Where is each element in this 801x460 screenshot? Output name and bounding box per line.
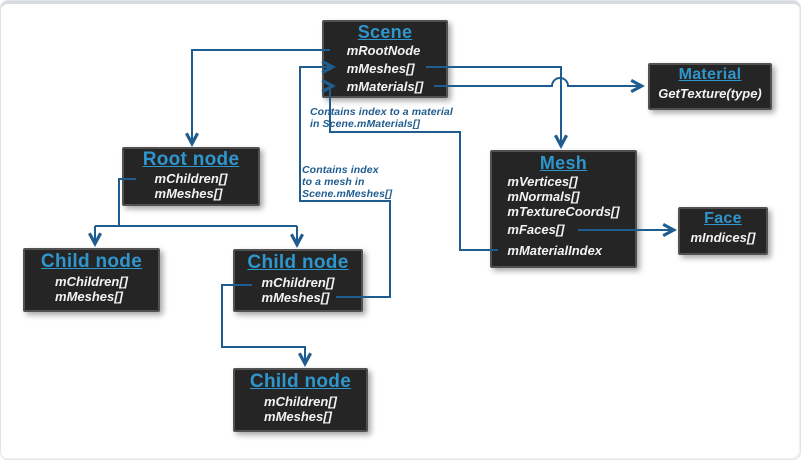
- face-field-mindices: mIndices[]: [690, 230, 756, 245]
- scene-title: Scene: [357, 22, 413, 42]
- child-node-2-field-mmeshes: mMeshes[]: [261, 290, 330, 305]
- mesh-title: Mesh: [539, 153, 588, 173]
- child-node-1-field-mmeshes: mMeshes[]: [55, 289, 123, 304]
- connector-scene-mmaterials-to-material: [434, 77, 640, 86]
- mesh-field-mvertices: mVertices[]: [507, 174, 578, 189]
- annotation-material-index: Contains index to a material in Scene.mM…: [310, 106, 453, 130]
- child-node-3-field-mmeshes: mMeshes[]: [264, 409, 332, 424]
- material-title: Material: [678, 66, 742, 83]
- child-node-3-title: Child node: [249, 371, 352, 392]
- child-node-2-field-mchildren: mChildren[]: [261, 275, 335, 290]
- mesh-field-mmaterialindex: mMaterialIndex: [507, 243, 603, 258]
- node-material: Material GetTexture(type): [648, 63, 772, 110]
- child-node-1-title: Child node: [40, 251, 143, 272]
- node-root-node: Root node mChildren[] mMeshes[]: [122, 147, 260, 206]
- scene-field-mrootnode: mRootNode: [346, 43, 421, 58]
- child-node-3-field-mchildren: mChildren[]: [264, 394, 337, 409]
- node-child-node-1: Child node mChildren[] mMeshes[]: [23, 248, 160, 312]
- mesh-field-mfaces: mFaces[]: [507, 222, 565, 237]
- node-child-node-2: Child node mChildren[] mMeshes[]: [233, 249, 363, 312]
- mesh-field-mtexturecoords: mTextureCoords[]: [507, 204, 620, 219]
- child-node-2-title: Child node: [247, 252, 349, 273]
- scene-field-mmeshes: mMeshes[]: [346, 61, 415, 76]
- root-node-field-mmeshes: mMeshes[]: [154, 186, 223, 201]
- mesh-field-mnormals: mNormals[]: [507, 189, 580, 204]
- node-face: Face mIndices[]: [678, 207, 768, 255]
- node-child-node-3: Child node mChildren[] mMeshes[]: [233, 368, 368, 432]
- node-mesh: Mesh mVertices[] mNormals[] mTextureCoor…: [490, 150, 637, 268]
- scene-field-mmaterials: mMaterials[]: [346, 79, 424, 94]
- material-field-gettexture: GetTexture(type): [658, 86, 762, 101]
- root-node-title: Root node: [142, 149, 240, 170]
- root-node-field-mchildren: mChildren[]: [154, 171, 228, 186]
- face-title: Face: [704, 210, 742, 227]
- annotation-mesh-index: Contains index to a mesh in Scene.mMeshe…: [302, 164, 393, 200]
- node-scene: Scene mRootNode mMeshes[] mMaterials[]: [322, 20, 448, 98]
- child-node-1-field-mchildren: mChildren[]: [55, 274, 128, 289]
